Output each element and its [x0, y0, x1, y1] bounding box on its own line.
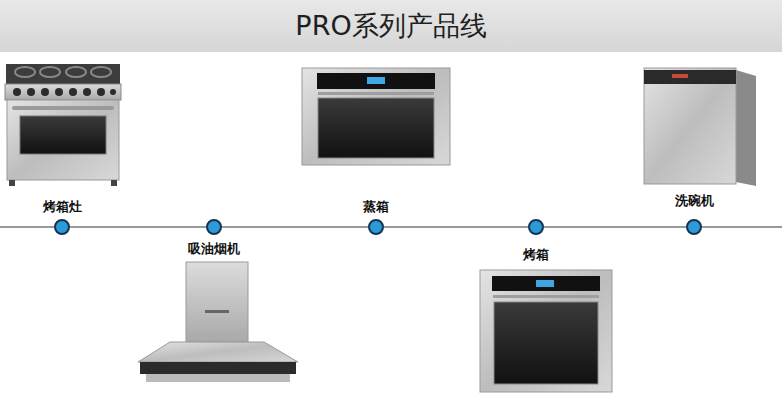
- timeline-segment: [544, 227, 686, 228]
- timeline-dot: 吸油烟机: [206, 219, 222, 235]
- range-stove: [5, 64, 121, 186]
- range-hood: [138, 262, 298, 382]
- dishwasher: [644, 68, 756, 186]
- timeline-segment: [384, 227, 528, 228]
- steam-oven: [302, 68, 450, 165]
- timeline-dot: 洗碗机: [686, 219, 702, 235]
- timeline-dot: 烤箱: [528, 219, 544, 235]
- product-label: 洗碗机: [675, 192, 714, 210]
- oven: [480, 270, 612, 392]
- timeline-segment: [222, 227, 368, 228]
- product-label: 烤箱灶: [43, 198, 82, 216]
- timeline-segment: [70, 227, 206, 228]
- timeline-dot: 蒸箱: [368, 219, 384, 235]
- product-label: 烤箱: [523, 246, 549, 264]
- timeline-dot: 烤箱灶: [54, 219, 70, 235]
- product-label: 吸油烟机: [188, 240, 240, 258]
- product-label: 蒸箱: [363, 198, 389, 216]
- diagram-title: PRO系列产品线: [0, 0, 782, 52]
